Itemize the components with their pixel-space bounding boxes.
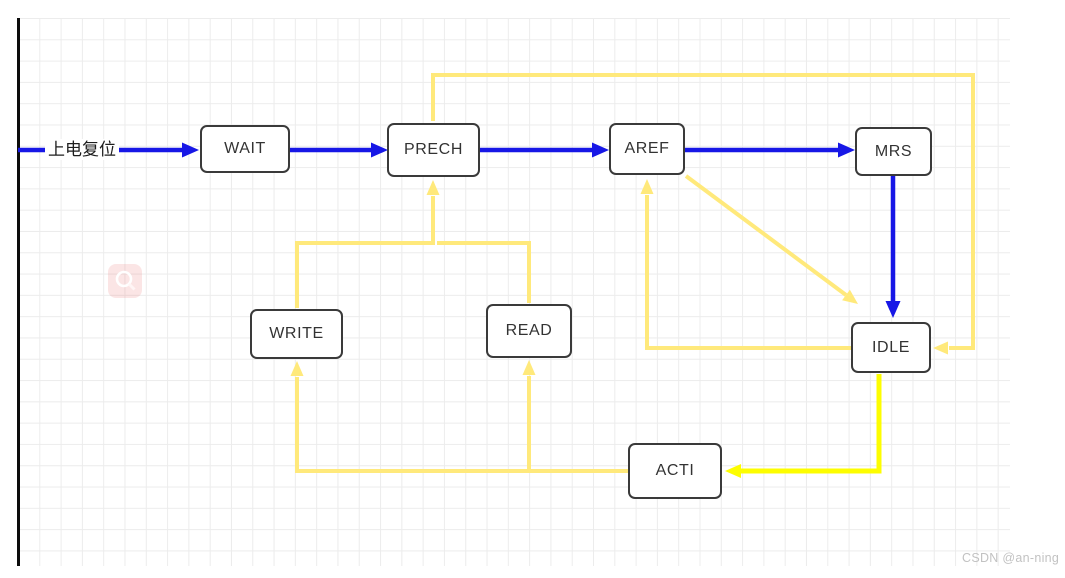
edge-idle-to-acti bbox=[741, 374, 882, 474]
edge-write-to-prech bbox=[295, 196, 435, 308]
arrowhead-prech-to-aref bbox=[592, 142, 609, 158]
arrowhead-acti-to-read bbox=[522, 360, 536, 375]
arrowhead-prech-to-idle bbox=[933, 341, 948, 355]
arrowhead-aref-to-idle bbox=[842, 289, 858, 304]
left-axis-line bbox=[17, 18, 20, 566]
edge-read-to-prech bbox=[437, 241, 531, 303]
edge-aref-to-idle bbox=[684, 174, 848, 297]
edge-acti-to-write bbox=[295, 377, 628, 473]
arrowhead-acti-to-write bbox=[290, 361, 304, 376]
arrowhead-wait-to-prech bbox=[371, 142, 388, 158]
magnifier-glyph bbox=[115, 270, 136, 291]
power-on-reset-label: 上电复位 bbox=[45, 139, 119, 160]
zoom-magnifier-icon[interactable] bbox=[108, 264, 142, 298]
arrowhead-reset-to-wait bbox=[182, 142, 199, 158]
arrowhead-idle-to-aref bbox=[640, 179, 654, 194]
arrowhead-aref-to-mrs bbox=[838, 142, 855, 158]
edge-prech-to-idle bbox=[431, 73, 975, 350]
arrowhead-mrs-to-idle bbox=[885, 301, 901, 318]
arrowhead-write-to-prech bbox=[426, 180, 440, 195]
edge-idle-to-aref bbox=[645, 195, 851, 350]
arrowhead-idle-to-acti bbox=[725, 464, 741, 478]
csdn-watermark: CSDN @an-ning bbox=[962, 551, 1060, 565]
